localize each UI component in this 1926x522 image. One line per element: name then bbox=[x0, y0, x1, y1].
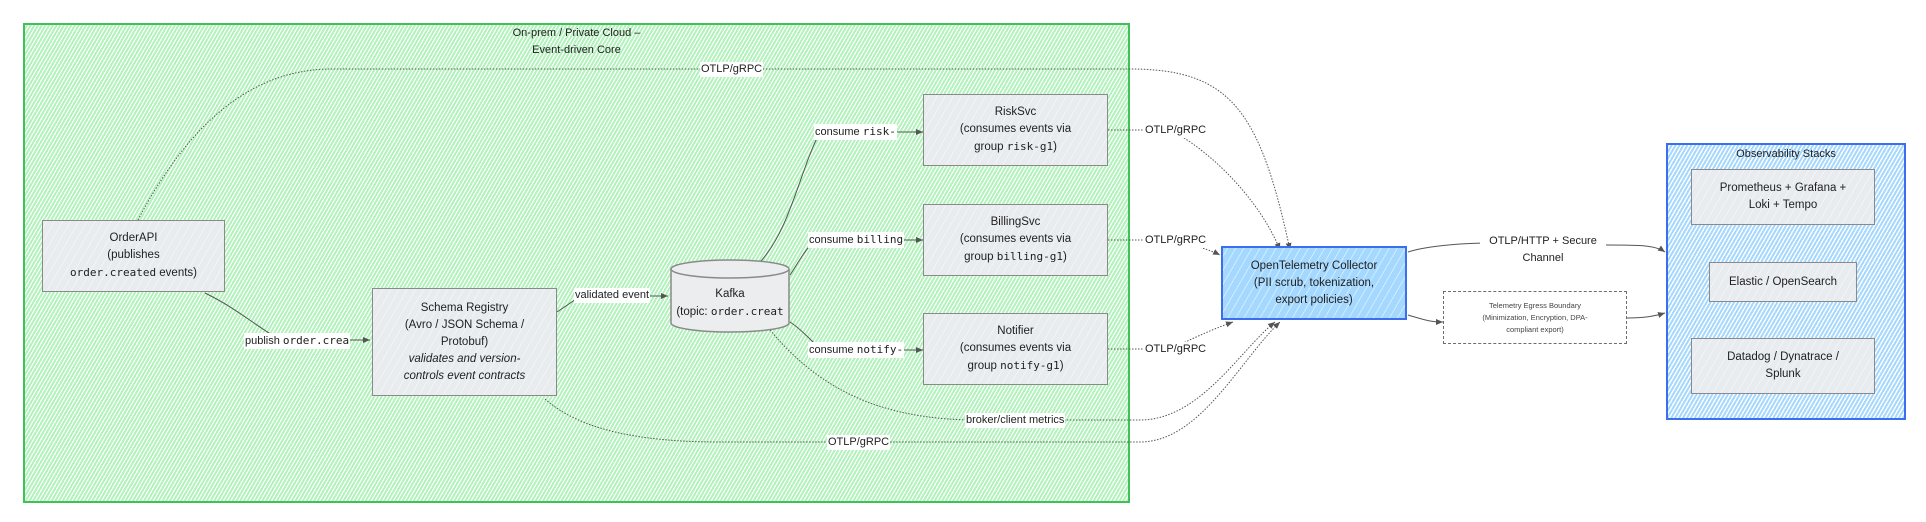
consume-risk-code: risk- bbox=[862, 125, 896, 138]
notifier-node[interactable]: Notifier (consumes events via group noti… bbox=[923, 313, 1108, 385]
egress-line3: compliant export) bbox=[1506, 324, 1564, 334]
consume-billing-text: consume bbox=[809, 234, 857, 246]
billingsvc-suffix: ) bbox=[1063, 251, 1067, 263]
edge-label-broker-metrics: broker/client metrics bbox=[965, 413, 1066, 428]
publish-text: publish bbox=[245, 335, 283, 347]
consume-notify-text: consume bbox=[809, 344, 857, 356]
elastic-line1: Elastic / OpenSearch bbox=[1728, 275, 1838, 288]
datadog-line2: Splunk bbox=[1765, 368, 1801, 380]
schema-registry-title: Schema Registry bbox=[420, 301, 509, 314]
edge-label-otlp-notify: OTLP/gRPC bbox=[1144, 342, 1208, 357]
billingsvc-node[interactable]: BillingSvc (consumes events via group bi… bbox=[923, 204, 1108, 276]
orderapi-node[interactable]: OrderAPI (publishes order.created events… bbox=[42, 220, 225, 292]
notifier-prefix: group bbox=[967, 360, 1001, 372]
collector-title: OpenTelemetry Collector bbox=[1250, 259, 1378, 272]
edge-schema-otlp-bottom bbox=[544, 321, 1281, 443]
edge-label-otlp-billing: OTLP/gRPC bbox=[1144, 233, 1208, 248]
risksvc-line2: (consumes events via bbox=[959, 123, 1072, 135]
risksvc-title: RiskSvc bbox=[994, 106, 1037, 118]
consume-risk-text: consume bbox=[815, 126, 863, 138]
consume-billing-code: billing bbox=[856, 233, 904, 246]
otlp-http-line1: OTLP/HTTP + Secure bbox=[1489, 235, 1597, 247]
elastic-stack-node[interactable]: Elastic / OpenSearch bbox=[1709, 262, 1857, 302]
notifier-suffix: ) bbox=[1059, 360, 1064, 372]
billingsvc-code: billing-g1 bbox=[996, 250, 1063, 263]
edge-egress-obs bbox=[1626, 312, 1666, 319]
edge-label-otlp-top: OTLP/gRPC bbox=[700, 62, 764, 77]
edge-collector-egress bbox=[1407, 314, 1444, 325]
datadog-stack-node[interactable]: Datadog / Dynatrace / Splunk bbox=[1691, 338, 1875, 394]
consume-notify-code: notify- bbox=[856, 343, 904, 356]
risksvc-node[interactable]: RiskSvc (consumes events via group risk-… bbox=[923, 94, 1108, 166]
orderapi-code: order.created bbox=[69, 266, 157, 279]
observability-zone-title: Observability Stacks bbox=[1736, 148, 1836, 160]
notifier-code: notify-g1 bbox=[1000, 359, 1060, 372]
orderapi-line2: (publishes bbox=[107, 249, 160, 261]
egress-line1: Telemetry Egress Boundary bbox=[1488, 300, 1582, 310]
edge-label-consume-billing: consume billing bbox=[808, 232, 905, 248]
schema-registry-italic2: controls event contracts bbox=[403, 369, 526, 382]
schema-registry-node[interactable]: Schema Registry (Avro / JSON Schema / Pr… bbox=[372, 288, 557, 396]
collector-line3: export policies) bbox=[1275, 293, 1353, 306]
kafka-prefix: (topic: bbox=[676, 306, 711, 318]
otlp-http-line2: Channel bbox=[1522, 252, 1564, 264]
edge-kafka-metrics bbox=[769, 321, 1276, 421]
billingsvc-prefix: group bbox=[964, 251, 997, 263]
egress-line2: (Minimization, Encryption, DPA- bbox=[1482, 312, 1588, 322]
schema-registry-line3: Protobuf) bbox=[440, 335, 489, 348]
publish-code: order.crea bbox=[282, 334, 350, 347]
edge-risk-otlp bbox=[1108, 129, 1281, 251]
edge-label-publish: publish order.crea bbox=[244, 333, 351, 349]
edge-label-validated: validated event bbox=[574, 288, 650, 303]
prom-line2: Loki + Tempo bbox=[1748, 199, 1818, 211]
kafka-code: order.creat bbox=[710, 305, 784, 318]
billingsvc-line2: (consumes events via bbox=[959, 233, 1072, 245]
kafka-title: Kafka bbox=[715, 288, 745, 300]
billingsvc-title: BillingSvc bbox=[990, 216, 1041, 228]
schema-registry-line2: (Avro / JSON Schema / bbox=[404, 318, 525, 331]
kafka-cylinder-icon bbox=[670, 259, 790, 333]
edge-label-consume-notify: consume notify- bbox=[808, 342, 905, 358]
notifier-line2: (consumes events via bbox=[959, 342, 1072, 354]
edge-label-otlp-http: OTLP/HTTP + Secure Channel bbox=[1480, 233, 1606, 267]
egress-boundary-node[interactable]: Telemetry Egress Boundary (Minimization,… bbox=[1443, 291, 1627, 344]
risksvc-prefix: group bbox=[974, 141, 1007, 153]
prom-line1: Prometheus + Grafana + bbox=[1719, 182, 1847, 194]
edge-label-consume-risk: consume risk- bbox=[814, 124, 897, 140]
edge-label-otlp-bottom: OTLP/gRPC bbox=[827, 435, 891, 450]
risksvc-suffix: ) bbox=[1053, 141, 1057, 153]
schema-registry-italic1: validates and version- bbox=[408, 352, 521, 365]
orderapi-line3: events) bbox=[156, 267, 197, 279]
prometheus-stack-node[interactable]: Prometheus + Grafana + Loki + Tempo bbox=[1691, 169, 1875, 225]
otel-collector-node[interactable]: OpenTelemetry Collector (PII scrub, toke… bbox=[1221, 246, 1407, 320]
orderapi-title: OrderAPI bbox=[109, 232, 158, 244]
kafka-node[interactable]: Kafka (topic: order.creat bbox=[670, 286, 790, 321]
edge-orderapi-otlp bbox=[137, 68, 1292, 251]
edge-label-otlp-risk: OTLP/gRPC bbox=[1144, 123, 1208, 138]
onprem-zone-title-1: On-prem / Private Cloud – bbox=[512, 27, 641, 39]
datadog-line1: Datadog / Dynatrace / bbox=[1727, 351, 1839, 363]
risksvc-code: risk-g1 bbox=[1006, 140, 1054, 153]
onprem-zone-title-2: Event-driven Core bbox=[532, 44, 621, 56]
notifier-title: Notifier bbox=[997, 325, 1034, 337]
collector-line2: (PII scrub, tokenization, bbox=[1253, 276, 1375, 289]
